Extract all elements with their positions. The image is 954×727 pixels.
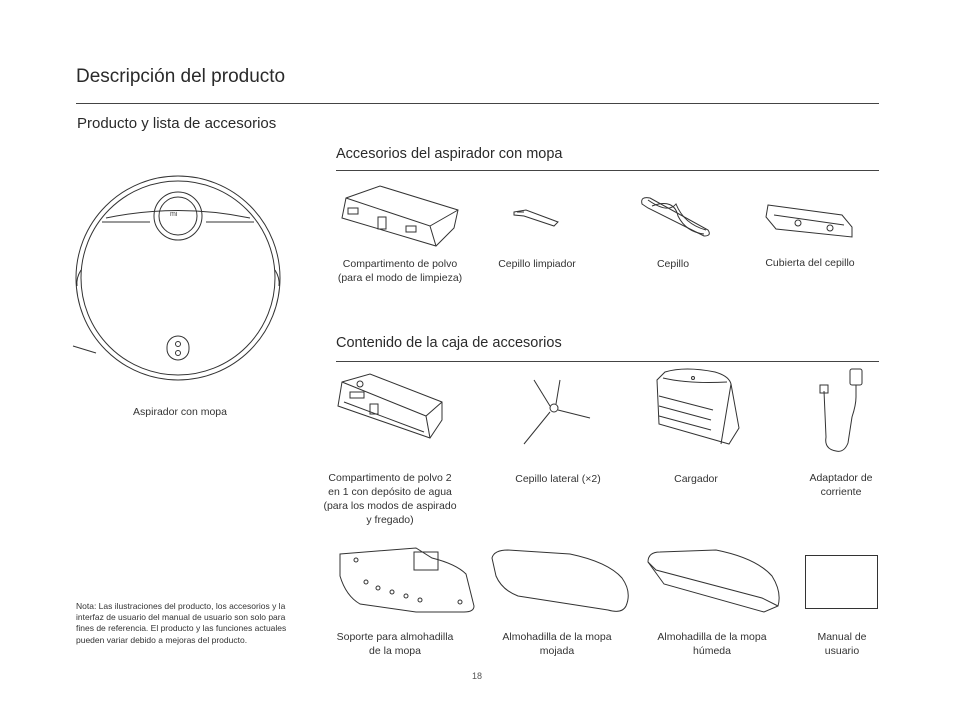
robot-label: Aspirador con mopa bbox=[133, 406, 227, 418]
box-contents-heading: Contenido de la caja de accesorios bbox=[336, 335, 562, 351]
power-adapter-label: Adaptador de corriente bbox=[809, 472, 873, 498]
user-manual-illustration bbox=[805, 555, 878, 609]
title-divider bbox=[76, 103, 879, 104]
mop-bracket-label: Soporte para almohadilla de la mopa bbox=[336, 631, 454, 657]
water-tank-bin-label: Compartimento de polvo 2 en 1 con depósi… bbox=[323, 472, 457, 526]
damp-mop-pad-illustration bbox=[647, 549, 780, 613]
brush-cover-label: Cubierta del cepillo bbox=[765, 257, 855, 269]
main-brush-label: Cepillo bbox=[656, 258, 690, 270]
page-title: Descripción del producto bbox=[76, 66, 286, 87]
main-brush-illustration bbox=[641, 197, 710, 237]
brush-cover-illustration bbox=[765, 204, 853, 238]
page-number: 18 bbox=[471, 671, 482, 681]
mop-accessories-heading: Accesorios del aspirador con mopa bbox=[336, 146, 563, 162]
charging-dock-label: Cargador bbox=[674, 473, 718, 485]
charging-dock-illustration bbox=[656, 368, 740, 445]
disclaimer-note: Nota: Las ilustraciones del producto, lo… bbox=[76, 601, 287, 645]
dust-bin-illustration bbox=[341, 185, 459, 247]
section-title: Producto y lista de accesorios bbox=[77, 115, 277, 132]
cleaning-brush-label: Cepillo limpiador bbox=[498, 258, 576, 270]
damp-mop-pad-label: Almohadilla de la mopa húmeda bbox=[657, 631, 767, 657]
wet-mop-pad-illustration bbox=[491, 549, 629, 612]
side-brush-label: Cepillo lateral (×2) bbox=[515, 473, 601, 485]
box-contents-divider bbox=[336, 361, 879, 362]
robot-vacuum-illustration bbox=[72, 175, 281, 381]
water-tank-bin-illustration bbox=[337, 373, 443, 439]
dust-bin-label: Compartimento de polvo (para el modo de … bbox=[337, 258, 463, 284]
robot-logo: mi bbox=[170, 211, 178, 218]
wet-mop-pad-label: Almohadilla de la mopa mojada bbox=[502, 631, 612, 657]
cleaning-brush-illustration bbox=[513, 209, 559, 227]
user-manual-label: Manual de usuario bbox=[817, 631, 867, 657]
side-brush-illustration bbox=[523, 379, 591, 445]
mop-bracket-illustration bbox=[339, 547, 475, 613]
power-adapter-illustration bbox=[819, 368, 863, 452]
mop-accessories-divider bbox=[336, 170, 879, 171]
